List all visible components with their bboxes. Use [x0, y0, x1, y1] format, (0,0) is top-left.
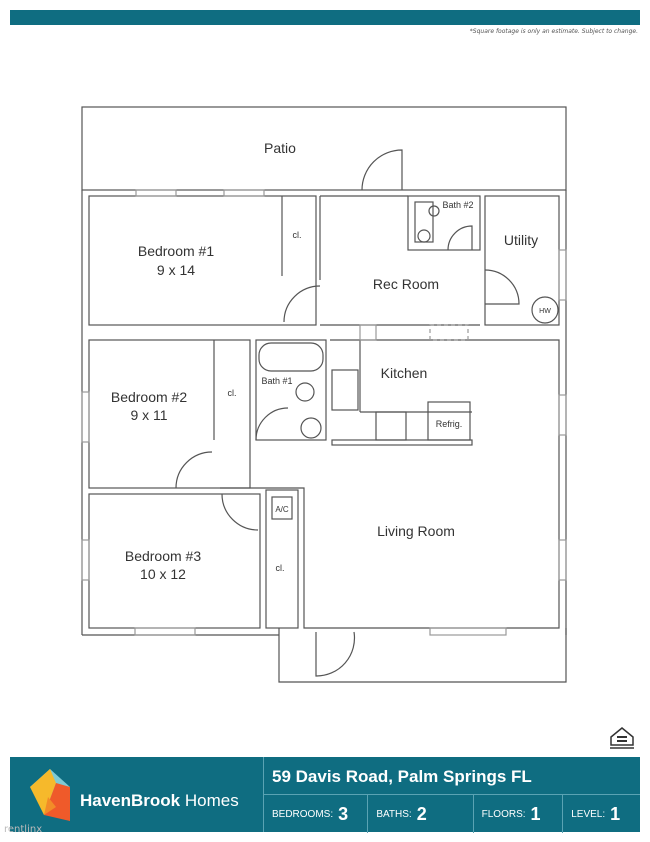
- label-bedroom-2: Bedroom #2: [111, 389, 187, 405]
- bath-1: [255, 339, 327, 441]
- bath-2: [407, 195, 481, 251]
- patio-area: [81, 106, 567, 191]
- utility-room: [484, 195, 560, 326]
- label-bedroom-3-size: 10 x 12: [140, 566, 186, 582]
- label-closet-3: cl.: [276, 563, 285, 573]
- label-living-room: Living Room: [377, 523, 455, 539]
- stat-floors: FLOORS:1: [474, 795, 564, 833]
- refrigerator: [427, 401, 471, 441]
- stat-bedrooms: BEDROOMS:3: [264, 795, 369, 833]
- top-bar: [10, 10, 640, 25]
- label-kitchen: Kitchen: [381, 365, 428, 381]
- stat-baths: BATHS:2: [368, 795, 474, 833]
- label-hw: HW: [539, 308, 551, 315]
- closet-3: [265, 489, 299, 629]
- ac-unit: [271, 496, 293, 520]
- stove: [375, 411, 407, 441]
- label-rec-room: Rec Room: [373, 276, 439, 292]
- label-bedroom-1: Bedroom #1: [138, 243, 214, 259]
- patio-door: [361, 149, 403, 191]
- brand: HavenBrook Homes: [10, 757, 264, 832]
- label-patio: Patio: [264, 140, 296, 156]
- label-bedroom-1-size: 9 x 14: [157, 262, 195, 278]
- bedroom-1: [88, 195, 317, 326]
- label-ac: A/C: [275, 505, 289, 514]
- disclaimer: *Square footage is only an estimate. Sub…: [469, 28, 638, 35]
- sink: [331, 369, 359, 411]
- label-bedroom-3: Bedroom #3: [125, 548, 201, 564]
- brand-name: HavenBrook Homes: [80, 791, 239, 810]
- floor-plan: Patio Bedroom #1 9 x 14 cl. Rec Room Bat…: [81, 106, 567, 683]
- label-bedroom-2-size: 9 x 11: [130, 407, 167, 423]
- label-bath-1: Bath #1: [261, 376, 292, 386]
- equal-housing-icon: [610, 727, 634, 749]
- bedroom-2: [88, 339, 251, 489]
- label-closet-2: cl.: [228, 388, 237, 398]
- label-refrig: Refrig.: [436, 419, 463, 429]
- label-bath-2: Bath #2: [442, 200, 473, 210]
- property-stats: BEDROOMS:3 BATHS:2 FLOORS:1 LEVEL:1: [264, 794, 640, 833]
- watermark: rentlinx: [4, 824, 43, 835]
- footer: HavenBrook Homes 59 Davis Road, Palm Spr…: [10, 757, 640, 833]
- property-address: 59 Davis Road, Palm Springs FL: [272, 767, 532, 786]
- label-utility: Utility: [504, 232, 538, 248]
- water-heater: [531, 296, 559, 324]
- stat-level: LEVEL:1: [571, 803, 621, 824]
- label-closet-1: cl.: [293, 230, 302, 240]
- havenbrook-logo-icon: [30, 769, 70, 821]
